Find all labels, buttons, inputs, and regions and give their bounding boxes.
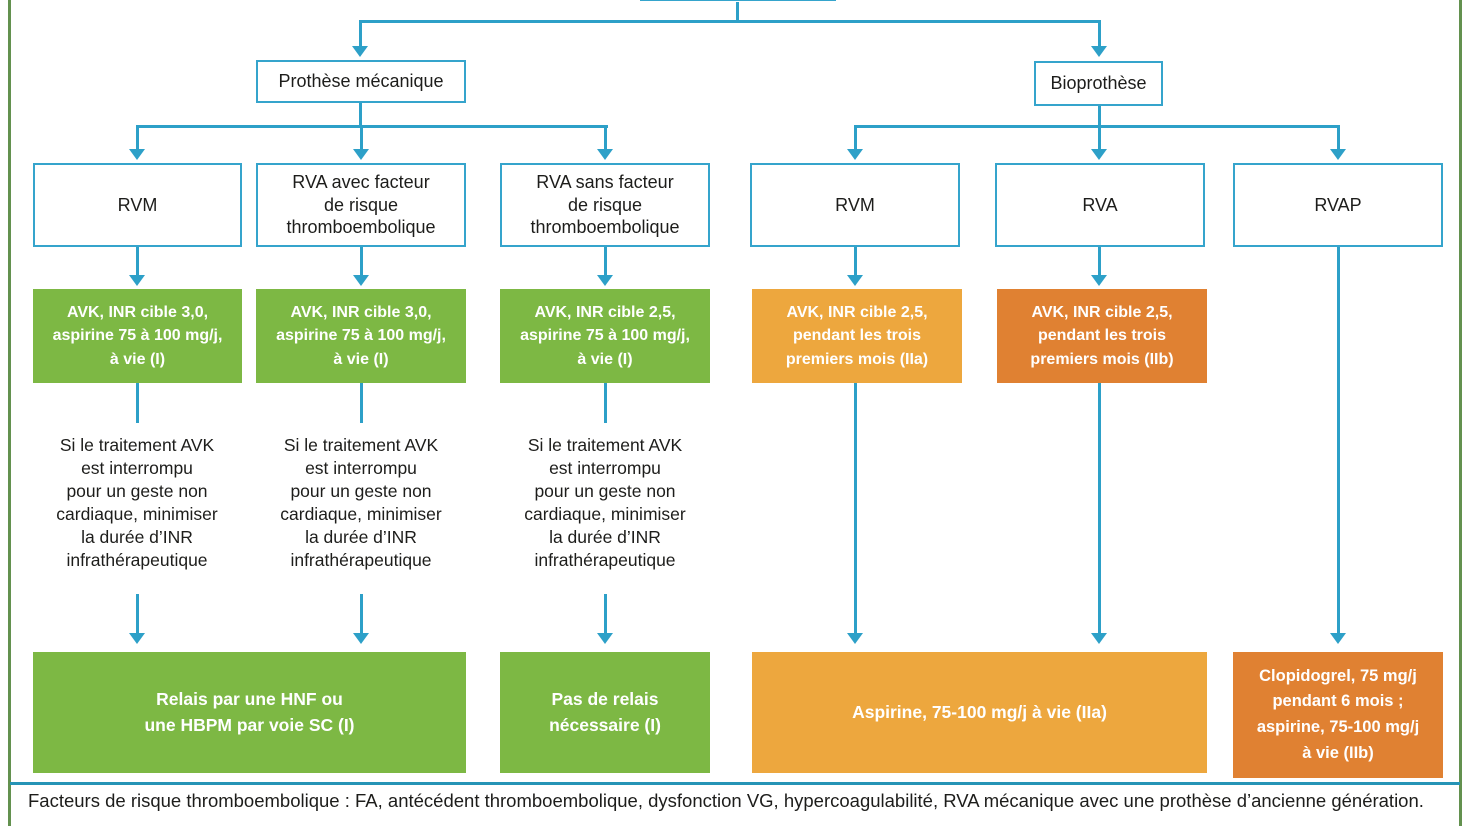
connector-line <box>1337 247 1340 635</box>
valve-box-rva-bioprothese: RVA <box>995 163 1205 247</box>
connector-line <box>136 594 139 635</box>
frame-right-border <box>1459 0 1462 826</box>
branch-box-prothese-mecanique: Prothèse mécanique <box>256 60 466 103</box>
connector-line <box>136 125 608 128</box>
arrow-down-icon <box>597 149 613 160</box>
arrow-down-icon <box>129 149 145 160</box>
arrow-down-icon <box>1330 149 1346 160</box>
connector-line <box>854 383 857 635</box>
footnote: Facteurs de risque thromboembolique : FA… <box>28 790 1424 811</box>
connector-line <box>1337 125 1340 151</box>
arrow-down-icon <box>1330 633 1346 644</box>
arrow-down-icon <box>353 149 369 160</box>
connector-line <box>136 383 139 423</box>
connector-line <box>360 247 363 277</box>
connector-line <box>736 2 739 21</box>
arrow-down-icon <box>353 633 369 644</box>
arrow-down-icon <box>353 275 369 286</box>
arrow-down-icon <box>129 633 145 644</box>
connector-line <box>854 125 857 151</box>
frame-left-border <box>8 0 11 826</box>
outcome-box-aspirine: Aspirine, 75-100 mg/j à vie (IIa) <box>752 652 1207 773</box>
arrow-down-icon <box>1091 275 1107 286</box>
arrow-down-icon <box>597 633 613 644</box>
valve-label: RVM <box>117 194 158 215</box>
connector-line <box>604 125 607 151</box>
connector-line <box>359 20 362 48</box>
therapy-label: AVK, INR cible 2,5,aspirine 75 à 100 mg/… <box>520 304 690 368</box>
connector-line <box>1098 106 1101 127</box>
arrow-down-icon <box>597 275 613 286</box>
arrow-down-icon <box>1091 149 1107 160</box>
footnote-separator <box>10 782 1460 785</box>
connector-line <box>854 247 857 277</box>
arrow-down-icon <box>352 46 368 57</box>
connector-line <box>359 20 1101 23</box>
connector-line <box>604 383 607 423</box>
connector-line <box>1098 20 1101 48</box>
connector-line <box>360 594 363 635</box>
connector-line <box>136 125 139 151</box>
connector-line <box>1098 247 1101 277</box>
connector-line <box>360 383 363 423</box>
root-node-stub <box>640 0 836 1</box>
valve-box-rvm-mecanique: RVM <box>33 163 242 247</box>
therapy-box-avk-inr-30-rvm: AVK, INR cible 3,0,aspirine 75 à 100 mg/… <box>33 289 242 383</box>
valve-box-rvap: RVAP <box>1233 163 1443 247</box>
connector-line <box>604 247 607 277</box>
branch-box-bioprothese: Bioprothèse <box>1034 61 1163 106</box>
connector-line <box>359 103 362 127</box>
arrow-down-icon <box>1091 633 1107 644</box>
therapy-label: AVK, INR cible 3,0,aspirine 75 à 100 mg/… <box>52 304 223 368</box>
valve-label: RVAP <box>1314 194 1362 215</box>
connector-line <box>360 125 363 151</box>
arrow-down-icon <box>1091 46 1107 57</box>
connector-line <box>1098 383 1101 635</box>
connector-line <box>1098 125 1101 151</box>
branch-label: Bioprothèse <box>1050 73 1147 94</box>
valve-label: RVM <box>835 194 875 215</box>
arrow-down-icon <box>847 633 863 644</box>
arrow-down-icon <box>129 275 145 286</box>
branch-label: Prothèse mécanique <box>278 71 444 92</box>
therapy-box-avk-inr-30-rva-avec: AVK, INR cible 3,0,aspirine 75 à 100 mg/… <box>256 289 466 383</box>
arrow-down-icon <box>847 149 863 160</box>
valve-box-rvm-bioprothese: RVM <box>750 163 960 247</box>
therapy-label: AVK, INR cible 3,0,aspirine 75 à 100 mg/… <box>276 304 446 368</box>
connector-line <box>136 247 139 277</box>
therapy-box-avk-inr-25-rva-sans: AVK, INR cible 2,5,aspirine 75 à 100 mg/… <box>500 289 710 383</box>
connector-line <box>604 594 607 635</box>
outcome-label: Aspirine, 75-100 mg/j à vie (IIa) <box>852 701 1107 722</box>
valve-label: RVA <box>1082 194 1118 215</box>
arrow-down-icon <box>847 275 863 286</box>
connector-line <box>854 125 1340 128</box>
